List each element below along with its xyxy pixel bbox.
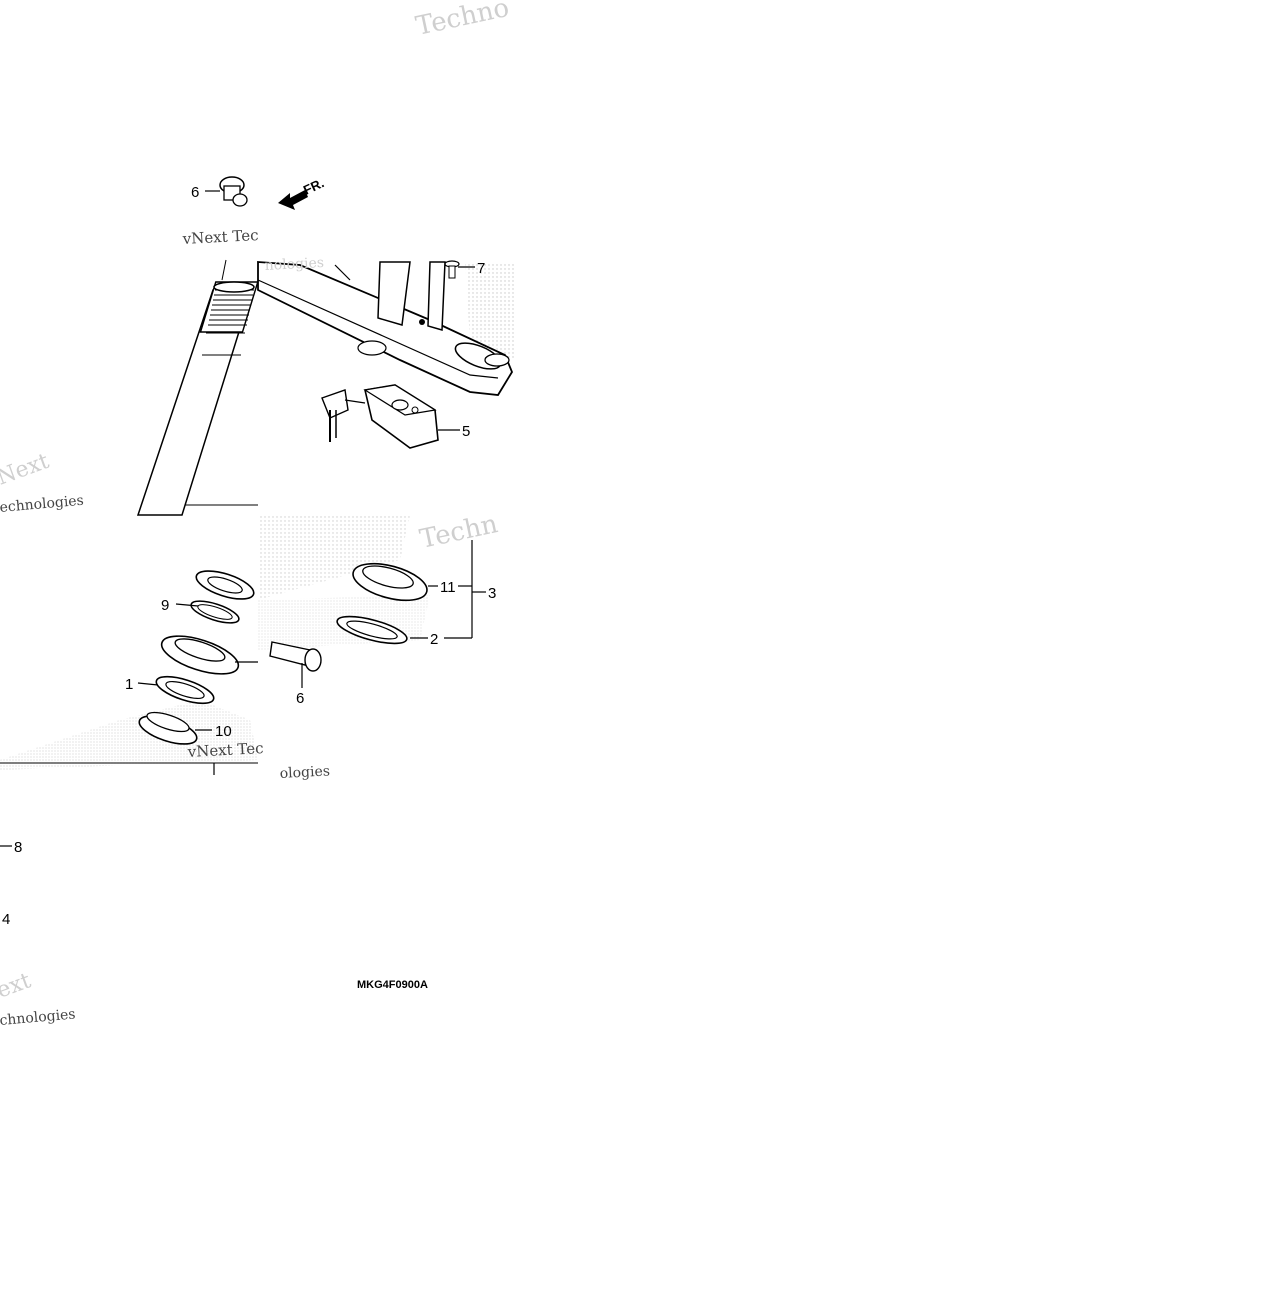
watermarks: Techno vNext Tec nologies Next echnologi… (0, 0, 512, 1029)
watermark-text: Techn (417, 509, 501, 555)
bearing-11 (352, 562, 428, 602)
adjusting-nut (160, 635, 240, 675)
callout-4: 4 (2, 911, 10, 928)
callout-3: 3 (488, 585, 496, 602)
bearing-10 (138, 711, 198, 745)
dust-seal-1 (155, 675, 215, 705)
lock-nut (195, 570, 255, 600)
leader-lines (0, 190, 486, 847)
watermark-text: ext (0, 968, 34, 1003)
callout-5: 5 (462, 423, 470, 440)
callout-1: 1 (125, 676, 133, 693)
panel-edges (0, 257, 515, 764)
front-direction-arrow: FR. (278, 175, 326, 210)
ignition-switch-5 (321, 384, 439, 449)
callout-2: 2 (430, 631, 438, 648)
direction-label: FR. (301, 175, 326, 197)
lock-washer-9 (190, 600, 240, 624)
watermark-text: chnologies (0, 1006, 76, 1029)
callout-7: 7 (477, 260, 485, 277)
callout-11: 11 (440, 579, 456, 596)
bolt-6-lower (269, 641, 322, 672)
watermark-text: ologies (279, 763, 330, 782)
callout-8: 8 (14, 839, 22, 856)
steering-stem (136, 259, 259, 516)
bolt-6-top (219, 176, 248, 207)
callout-6-lower: 6 (296, 690, 304, 707)
watermark-text: nologies (264, 255, 324, 274)
race-2 (336, 615, 408, 645)
callout-6-top: 6 (191, 184, 199, 201)
callout-10: 10 (215, 723, 232, 740)
diagram-code: MKG4F0900A (357, 979, 428, 991)
screw-7 (444, 260, 460, 279)
top-bridge (257, 261, 514, 396)
watermark-text: vNext Tec (181, 226, 259, 248)
watermark-text: Next (0, 449, 52, 491)
watermark-text: vNext Tec (186, 739, 264, 761)
watermark-text: Techno (413, 0, 512, 42)
callout-9: 9 (161, 597, 169, 614)
watermark-text: echnologies (0, 493, 84, 516)
callouts: 6 7 5 9 1 10 11 3 2 6 8 4 (2, 184, 496, 928)
